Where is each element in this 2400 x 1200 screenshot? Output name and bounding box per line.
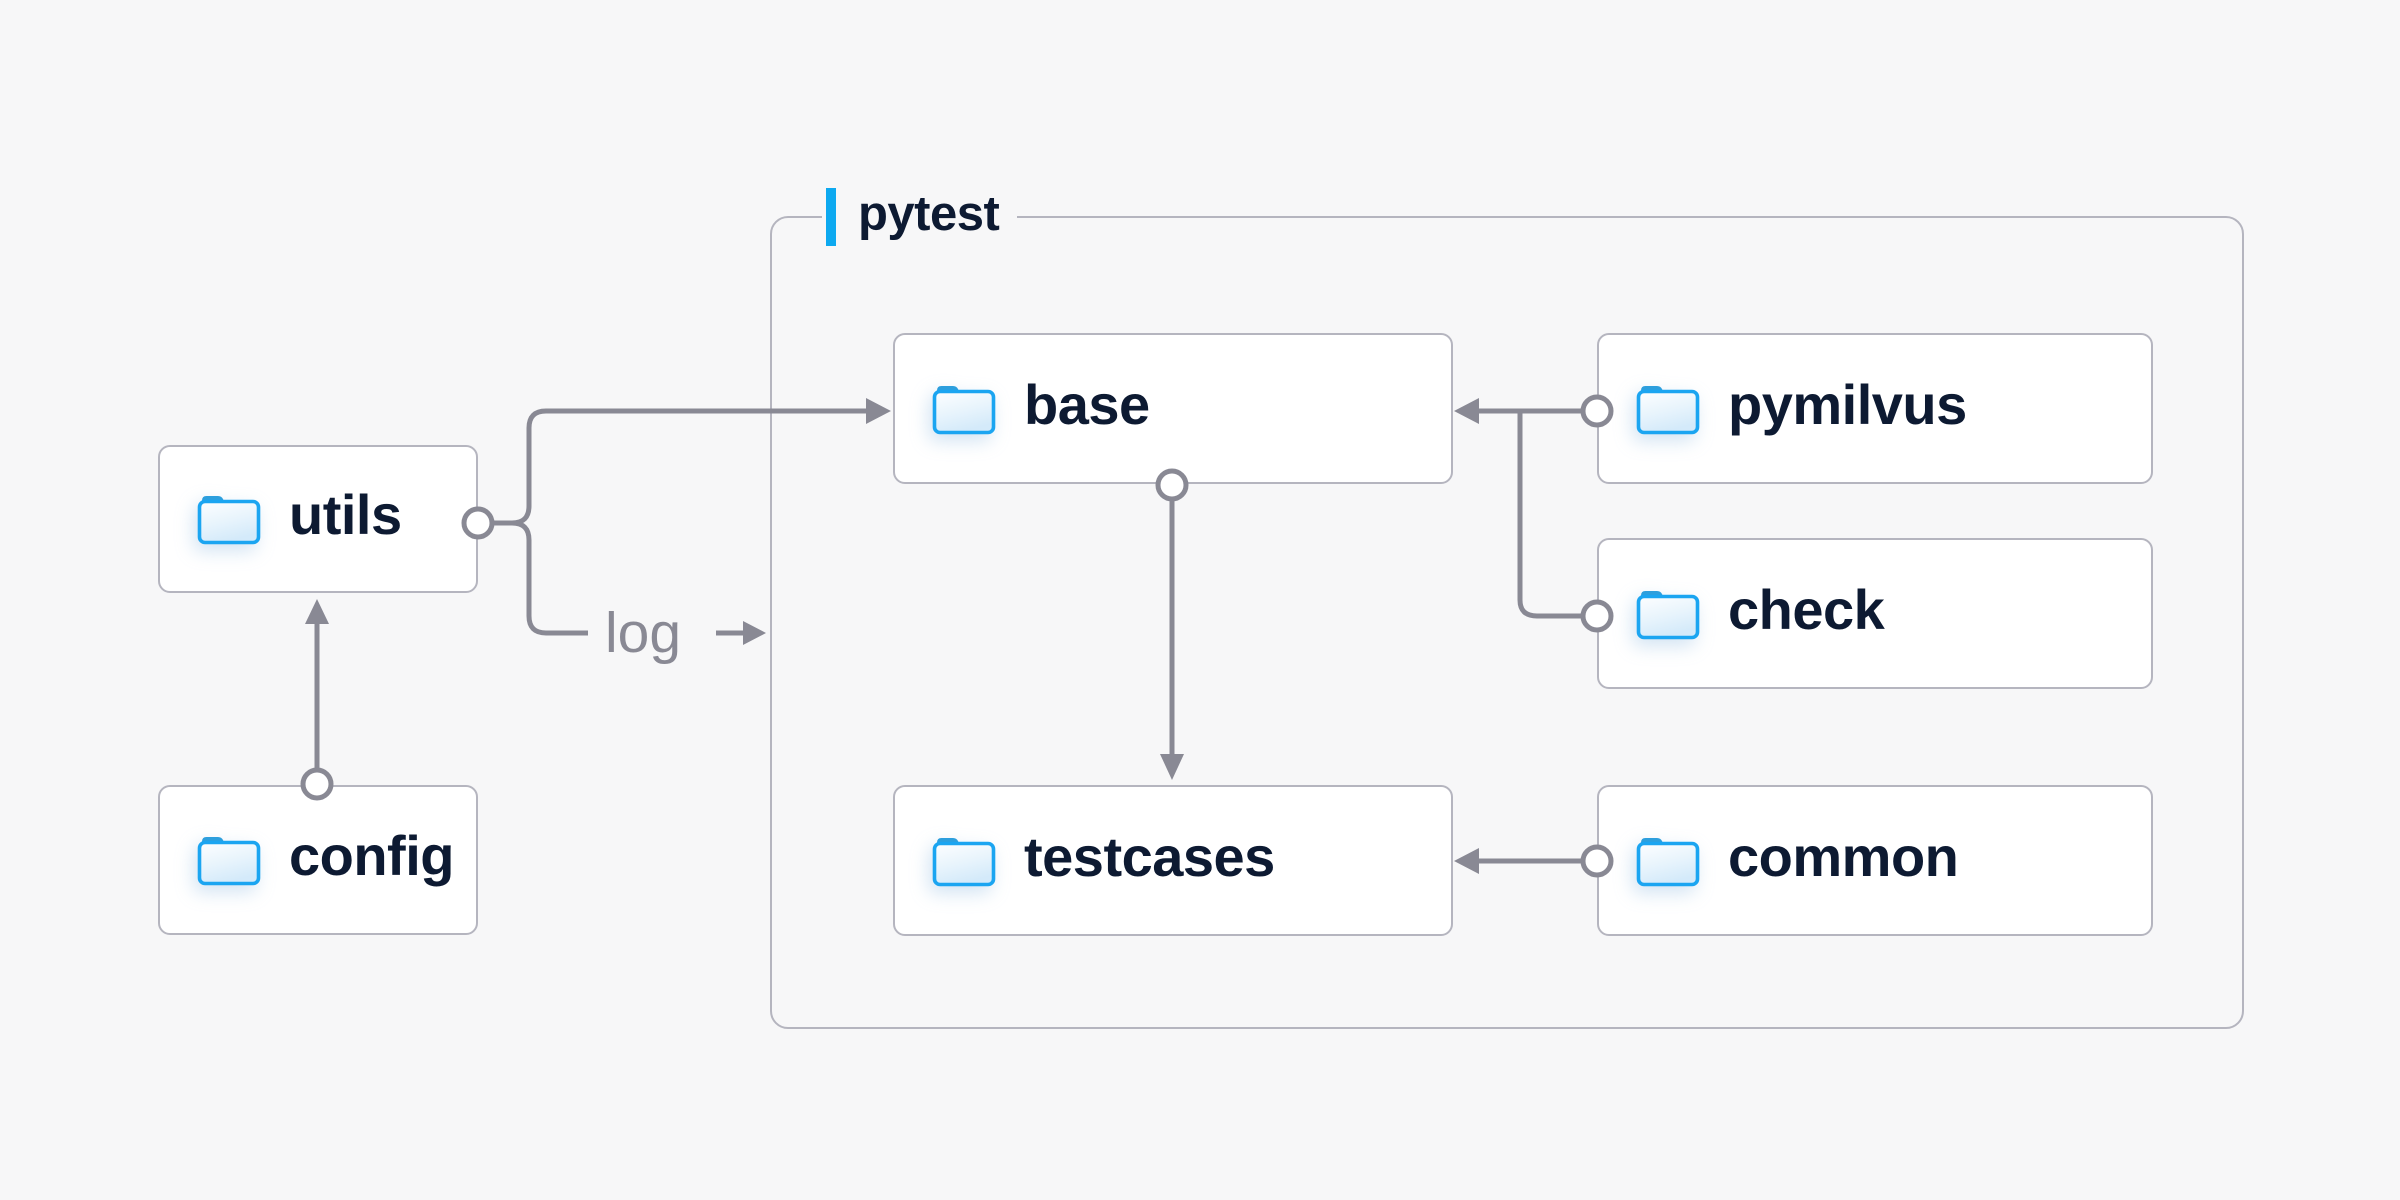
accent-bar	[826, 188, 836, 246]
node-label: base	[1024, 372, 1150, 436]
node-pymilvus: pymilvus	[1597, 333, 2153, 484]
folder-icon	[196, 492, 262, 546]
node-config: config	[158, 785, 478, 935]
folder-icon	[1635, 382, 1701, 436]
folder-icon	[1635, 834, 1701, 888]
edge-utils-log	[494, 520, 588, 636]
arrowhead-log	[743, 621, 766, 645]
folder-icon	[931, 834, 997, 888]
folder-icon	[196, 833, 262, 887]
node-label: config	[289, 824, 454, 887]
node-check: check	[1597, 538, 2153, 689]
arrowhead-into-utils	[305, 599, 329, 624]
node-utils: utils	[158, 445, 478, 593]
node-label: common	[1728, 824, 1959, 888]
node-base: base	[893, 333, 1453, 484]
node-label: check	[1728, 577, 1885, 641]
node-testcases: testcases	[893, 785, 1453, 936]
node-common: common	[1597, 785, 2153, 936]
folder-icon	[931, 382, 997, 436]
node-label: pymilvus	[1728, 372, 1967, 436]
edge-label-log: log	[605, 601, 682, 665]
pytest-label-text: pytest	[858, 186, 1000, 241]
pytest-container	[770, 216, 2244, 1029]
node-label: utils	[289, 483, 402, 546]
pytest-label: pytest	[822, 186, 1018, 247]
node-label: testcases	[1024, 824, 1275, 888]
folder-icon	[1635, 587, 1701, 641]
